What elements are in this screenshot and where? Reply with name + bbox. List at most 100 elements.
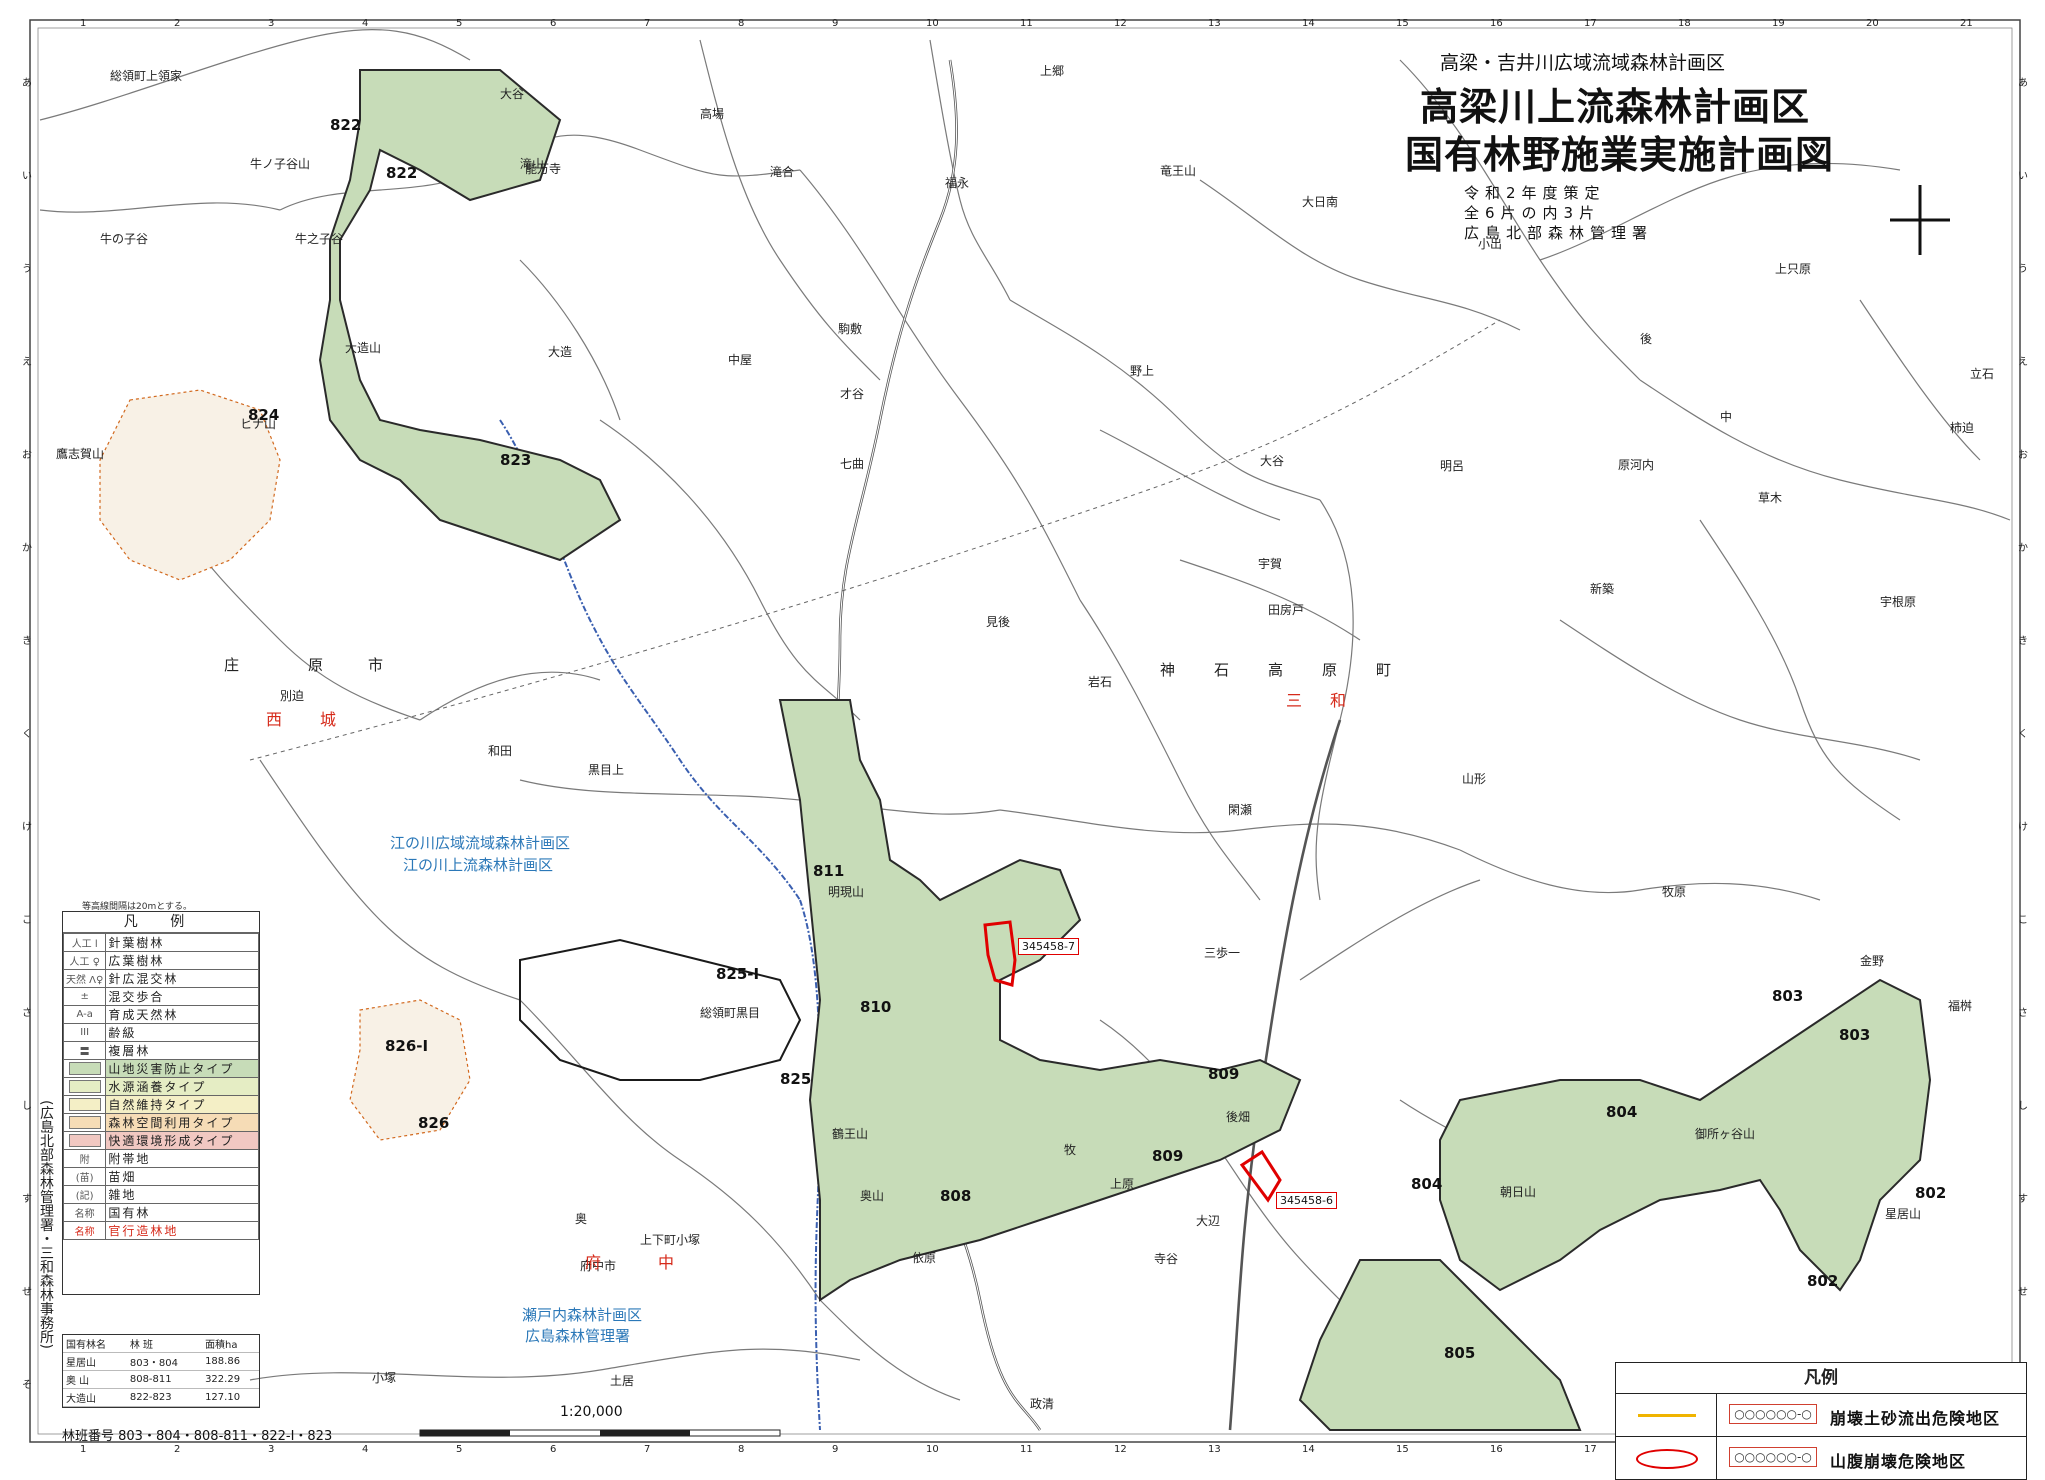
place-label: 政清 — [1030, 1397, 1054, 1411]
compartment-label: 825-I — [716, 965, 759, 983]
legend-symbol: 名称 — [62, 1203, 107, 1222]
place-label: 大造 — [548, 345, 572, 359]
place-label: 大谷 — [500, 87, 524, 101]
place-label: 総領町上領家 — [110, 68, 182, 83]
area-table-cell: 808-811 — [126, 1370, 203, 1389]
compartment-label: 825 — [780, 1070, 811, 1088]
grid-col-label: 4 — [362, 1444, 368, 1455]
grid-row-label: き — [22, 635, 32, 647]
hazard-label-debris: 崩壊土砂流出危険地区 — [1830, 1409, 2001, 1428]
side-caption: (広島北部森林管理署・三和森林事務所) — [38, 1100, 54, 1349]
grid-col-label: 11 — [1020, 18, 1033, 29]
place-label: 中 — [1720, 409, 1732, 424]
district-label: 中 — [658, 1253, 674, 1272]
place-label: 原河内 — [1618, 458, 1654, 472]
legend-symbol: 〓 — [62, 1041, 107, 1060]
map-info-3: 広島北部森林管理署 — [1464, 224, 1654, 242]
grid-col-label: 8 — [738, 18, 744, 29]
legend-label: 針葉樹林 — [105, 933, 259, 952]
place-label: 上只原 — [1775, 262, 1811, 276]
legend-swatch — [68, 1134, 101, 1147]
area-table-cell: 188.86 — [202, 1352, 259, 1371]
legend-label: 混交歩合 — [105, 987, 259, 1006]
place-label: 立石 — [1970, 366, 1994, 381]
compartment-822-823 — [318, 69, 622, 562]
place-label: 別迫 — [280, 689, 304, 703]
place-label: 朝日山 — [1500, 1185, 1536, 1199]
legend-symbol: (苗) — [62, 1167, 107, 1186]
map-info-2: 全6片の内3片 — [1464, 204, 1601, 222]
grid-row-label: す — [22, 1193, 32, 1205]
area-table-cell: 822-823 — [126, 1388, 203, 1407]
place-label: 小出 — [1478, 237, 1502, 251]
planning-boundary — [249, 319, 1501, 761]
municipality-label: 原 — [308, 656, 323, 674]
hazard-callout-345458-6[interactable]: 345458-6 — [1276, 1192, 1337, 1209]
legend-label: 苗畑 — [105, 1167, 259, 1186]
grid-row-label: こ — [2018, 915, 2028, 926]
forest-compartments — [318, 69, 1932, 1431]
hazard-callout-345458-7[interactable]: 345458-7 — [1018, 938, 1079, 955]
place-label: 岩石 — [1088, 674, 1112, 689]
place-label: 大辺 — [1196, 1214, 1220, 1228]
legend-label: 水源涵養タイプ — [105, 1077, 259, 1096]
place-label: 田房戸 — [1268, 602, 1304, 617]
area-table-cell: 大造山 — [63, 1388, 127, 1407]
legend-symbol — [62, 1059, 107, 1078]
place-label: 後畑 — [1226, 1110, 1250, 1124]
road-network — [39, 28, 2011, 1401]
grid-row-label: い — [22, 171, 32, 182]
legend-symbol: A-a — [62, 1005, 107, 1024]
compartment-label: 808 — [940, 1187, 971, 1205]
place-label: 牛の子谷 — [100, 231, 148, 246]
legend-swatch — [68, 1116, 101, 1129]
legend-symbol: III — [62, 1023, 107, 1042]
place-label: 宇賀 — [1258, 557, 1282, 571]
grid-col-label: 2 — [174, 18, 180, 29]
compartment-label: 803 — [1839, 1026, 1870, 1044]
place-label: 依原 — [912, 1250, 936, 1265]
municipality-label: 神 — [1160, 661, 1175, 679]
legend-symbol — [62, 1077, 107, 1096]
hazard-code-placeholder: ○○○○○○-○ — [1729, 1404, 1817, 1424]
legend-row: 名称国有林 — [62, 1203, 259, 1222]
legend-row: (記)雑地 — [62, 1185, 259, 1204]
place-label: 七曲 — [840, 457, 864, 471]
scale-label: 1:20,000 — [560, 1404, 623, 1420]
place-label: 星居山 — [1885, 1207, 1921, 1221]
place-label: 野上 — [1130, 364, 1154, 378]
compartment-label: 822 — [386, 164, 417, 182]
compartment-labels: 822822824823811825-I825826-I826810809809… — [248, 116, 1946, 1362]
legend-symbol: 名称 — [62, 1221, 107, 1240]
legend-row: 自然維持タイプ — [62, 1095, 259, 1114]
legend-symbol — [62, 1131, 107, 1150]
grid-col-label: 7 — [644, 18, 650, 29]
grid-col-label: 10 — [926, 1444, 939, 1455]
place-label: 後 — [1640, 332, 1652, 346]
compartment-label: 826 — [418, 1114, 449, 1132]
legend-symbol — [62, 1113, 107, 1132]
place-label: 柿迫 — [1950, 420, 1974, 435]
compartment-label: 803 — [1772, 987, 1803, 1005]
grid-col-label: 13 — [1208, 1444, 1221, 1455]
planning-area-label: 江の川上流森林計画区 — [403, 856, 553, 874]
map-info-1: 令和2年度策定 — [1464, 184, 1606, 202]
place-labels: 総領町上領家牛ノ子谷山牛の子谷牛之子谷大造山ヒナ山鷹志賀山大谷滝山能万寺滝合福永… — [56, 64, 1994, 1418]
grid-row-label: け — [2018, 821, 2028, 833]
grid-col-label: 5 — [456, 18, 462, 29]
place-label: 黒目上 — [588, 763, 624, 777]
legend-label: 針広混交林 — [105, 969, 259, 988]
place-label: 能万寺 — [525, 162, 561, 176]
legend-label: 自然維持タイプ — [105, 1095, 259, 1114]
yellow-line-icon — [1638, 1414, 1696, 1417]
hazard-polygon-345458-6 — [1239, 1149, 1282, 1203]
lot-numbers: 林班番号 803・804・808-811・822-I・823 — [62, 1429, 333, 1444]
place-label: 見後 — [986, 615, 1010, 629]
place-label: 福桝 — [1948, 998, 1972, 1013]
compartment-label: 809 — [1152, 1147, 1183, 1165]
grid-col-label: 6 — [550, 1444, 556, 1455]
legend-label: 附帯地 — [105, 1149, 259, 1168]
grid-col-label: 1 — [80, 1444, 86, 1455]
map-subtitle: 高梁・吉井川広域流域森林計画区 — [1440, 52, 1726, 74]
